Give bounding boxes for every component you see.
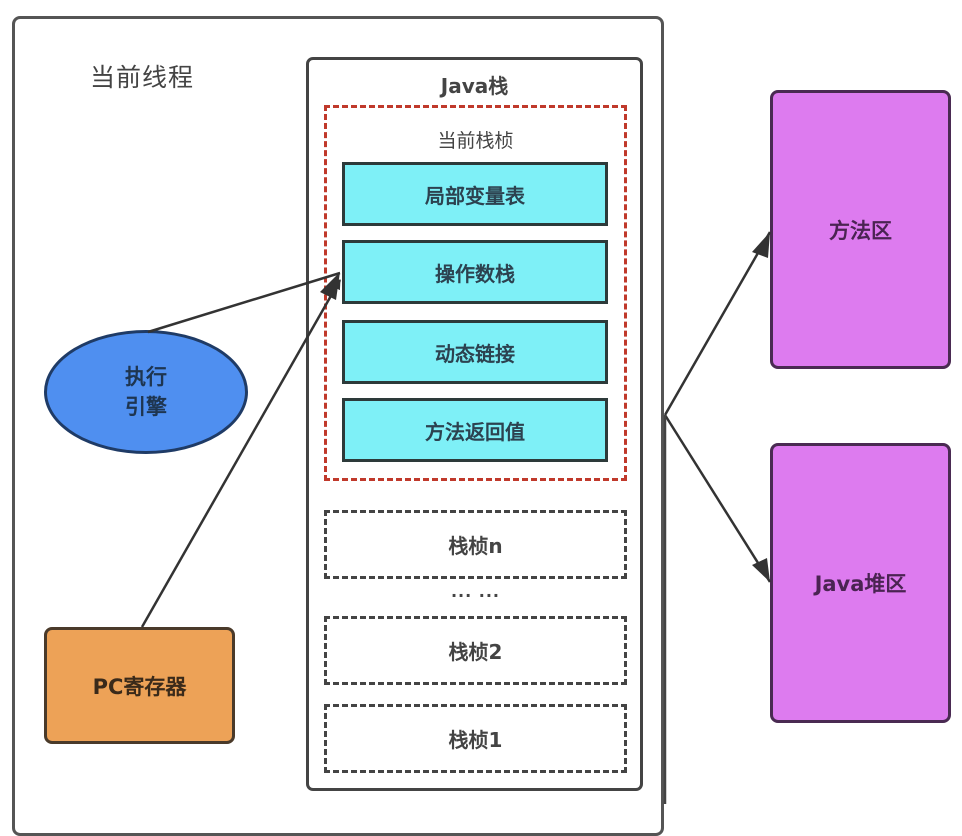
arrow-stack-to-java-heap [663, 414, 772, 583]
arrowhead-operand-stack [320, 272, 340, 300]
arrow-pc-to-operand-stack [140, 279, 342, 628]
execution-engine-label-line2: 引擎 [125, 395, 167, 419]
current-thread-title: 当前线程 [90, 63, 195, 92]
current-stack-frame-title: 当前栈桢 [437, 130, 514, 152]
stack-frame-1: 栈桢1 [324, 704, 627, 773]
arrowhead-java-heap [752, 558, 770, 582]
method-area: 方法区 [770, 90, 951, 369]
execution-engine-label-line1: 执行 [125, 365, 167, 389]
stack-frame-n: 栈桢n [324, 510, 627, 579]
method-return-value: 方法返回值 [342, 398, 608, 462]
arrow-stack-to-method-area [663, 231, 772, 416]
operand-stack: 操作数栈 [342, 240, 608, 304]
arrowhead-method-area [752, 232, 770, 258]
local-variable-table: 局部变量表 [342, 162, 608, 226]
connector-arrows [140, 231, 772, 804]
dynamic-linking: 动态链接 [342, 320, 608, 384]
java-heap: Java堆区 [770, 443, 951, 723]
pc-register: PC寄存器 [44, 627, 235, 744]
execution-engine: 执行 引擎 [44, 330, 248, 454]
java-stack-title: Java栈 [440, 74, 509, 98]
frames-ellipsis: ··· ··· [450, 586, 501, 605]
arrow-engine-to-operand-stack [147, 271, 341, 334]
stack-frame-2: 栈桢2 [324, 616, 627, 685]
